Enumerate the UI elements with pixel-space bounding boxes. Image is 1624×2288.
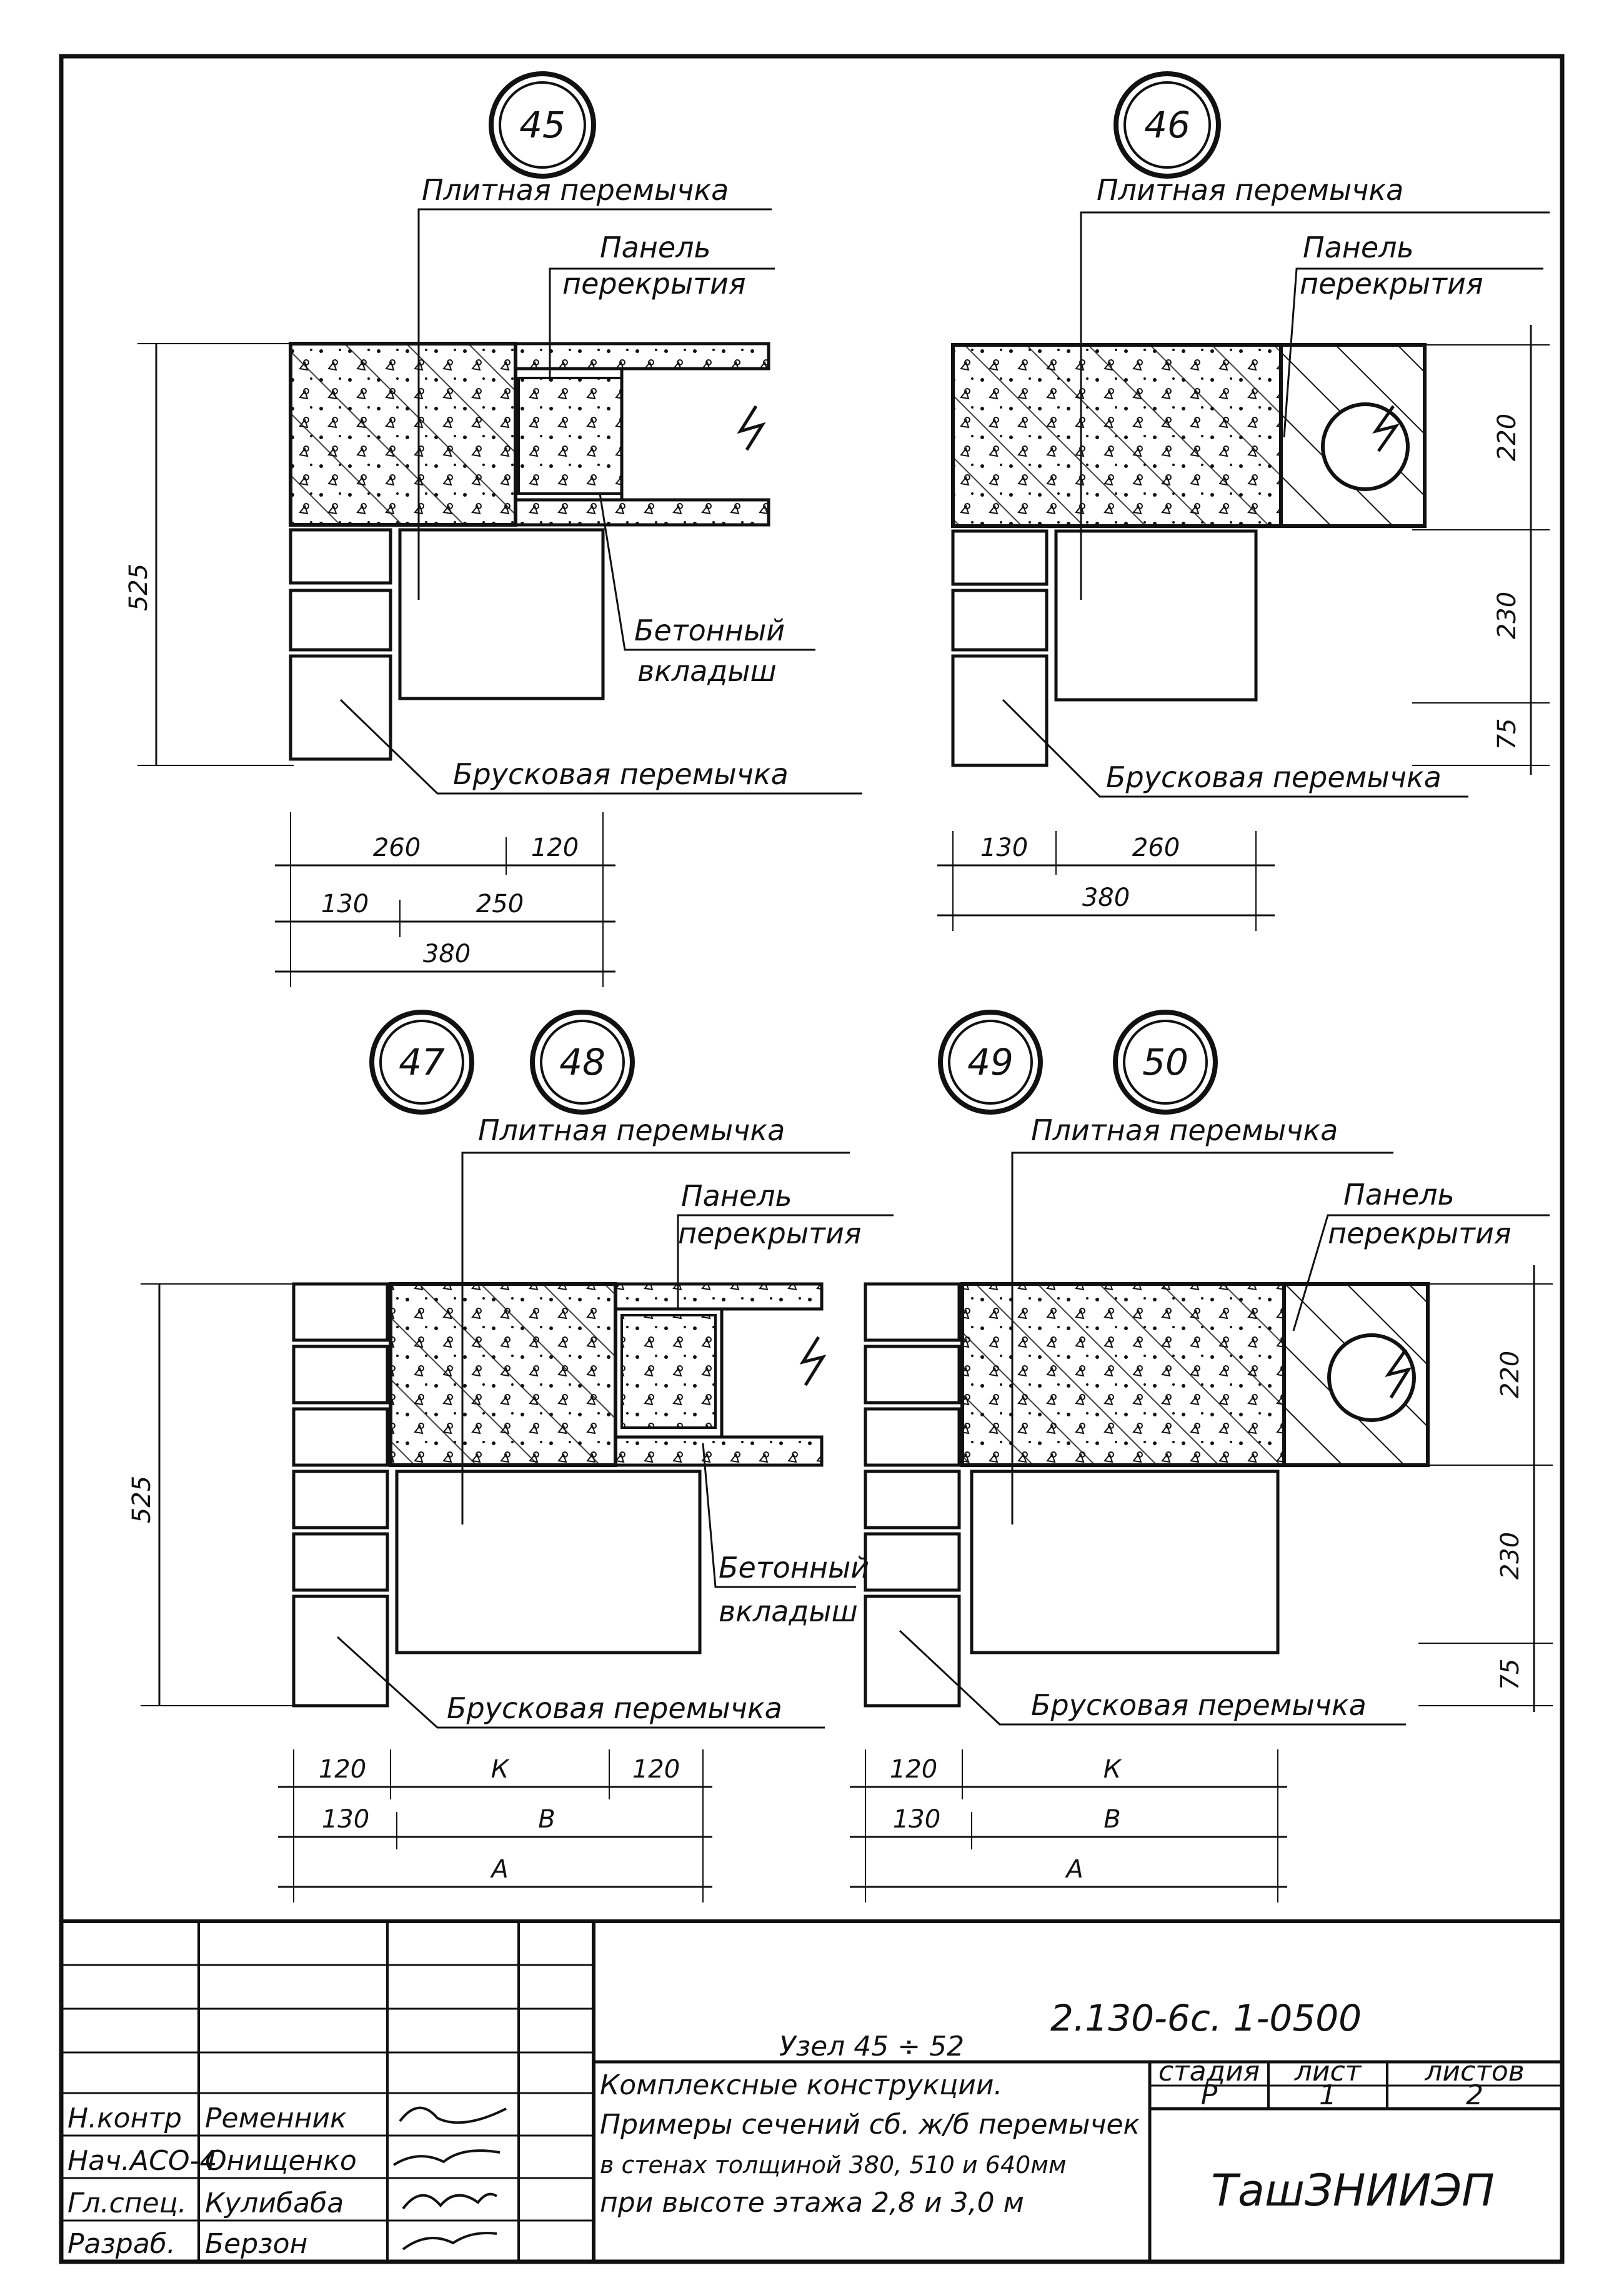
dim-120-49: 120 <box>890 1755 937 1784</box>
label-floor-panel-47-a: Панель <box>681 1179 792 1213</box>
label-floor-panel-46-b: перекрытия <box>1300 267 1483 301</box>
dim-120-left-47: 120 <box>319 1755 366 1784</box>
sheet-label: лист <box>1294 2056 1362 2087</box>
name-1: Ременник <box>205 2102 347 2134</box>
dim-220-46: 220 <box>1493 414 1522 461</box>
label-floor-panel-49-a: Панель <box>1343 1178 1455 1211</box>
node-number-45: 45 <box>519 104 565 146</box>
document-code: 2.130-6с. 1-0500 <box>1050 1997 1362 2039</box>
detail-45: 45 Плитная перемычка Панель перекрытия Б… <box>124 71 862 987</box>
title-line-2: Комплексные конструкции. <box>600 2069 1002 2101</box>
label-plate-lintel-45: Плитная перемычка <box>422 173 729 207</box>
dim-A-47: А <box>489 1855 508 1884</box>
node-number-46: 46 <box>1144 104 1190 146</box>
dim-525-top: 525 <box>124 564 153 611</box>
role-1: Н.контр <box>67 2102 182 2134</box>
label-floor-panel-46-a: Панель <box>1303 231 1414 264</box>
title-line-3: Примеры сечений сб. ж/б перемычек <box>600 2109 1140 2141</box>
dim-130-49: 130 <box>893 1805 940 1834</box>
dim-K-47: К <box>491 1755 510 1784</box>
detail-47-48: 47 48 Плитная перемычка Панель перекрыти… <box>127 1010 894 1903</box>
title-block: Н.контр Ременник Нач.АСО-4 Онищенко Гл.с… <box>61 1919 1562 2262</box>
node-number-50: 50 <box>1142 1041 1188 1083</box>
title-line-5: при высоте этажа 2,8 и 3,0 м <box>600 2187 1024 2219</box>
stage-label: стадия <box>1158 2056 1260 2087</box>
dim-525-bottom: 525 <box>127 1476 156 1523</box>
label-concrete-insert-47-a: Бетонный <box>719 1551 869 1584</box>
label-floor-panel-45-b: перекрытия <box>562 267 746 301</box>
dim-120-right-47: 120 <box>632 1755 680 1784</box>
sheet-value: 1 <box>1319 2079 1337 2111</box>
signature-3 <box>402 2192 498 2210</box>
label-plate-lintel-49: Плитная перемычка <box>1031 1113 1338 1147</box>
dim-K-49: К <box>1103 1755 1122 1784</box>
detail-49-50: 49 50 Плитная перемычка Панель перекрыти… <box>850 1010 1553 1903</box>
dim-380-46: 380 <box>1082 883 1130 912</box>
dim-75-49: 75 <box>1496 1659 1525 1691</box>
dim-130-45: 130 <box>321 890 369 918</box>
dim-130-46: 130 <box>980 833 1028 862</box>
label-bar-lintel-49: Брусковая перемычка <box>1031 1688 1367 1722</box>
stage-value: Р <box>1201 2079 1218 2111</box>
sheet-frame <box>59 54 1565 2264</box>
label-plate-lintel-47: Плитная перемычка <box>478 1113 785 1147</box>
label-bar-lintel-45: Брусковая перемычка <box>453 757 789 791</box>
role-3: Гл.спец. <box>67 2187 187 2219</box>
dim-230-49: 230 <box>1496 1532 1525 1579</box>
label-floor-panel-45-a: Панель <box>600 231 711 264</box>
sheets-label: листов <box>1424 2056 1524 2087</box>
role-2: Нач.АСО-4 <box>67 2145 217 2177</box>
dim-75-46: 75 <box>1493 719 1522 750</box>
detail-46: 46 Плитная перемычка Панель перекрытия Б… <box>937 71 1550 931</box>
name-2: Онищенко <box>205 2145 357 2177</box>
node-number-47: 47 <box>399 1041 445 1083</box>
signature-4 <box>402 2232 497 2251</box>
dim-220-49: 220 <box>1496 1351 1525 1398</box>
dim-230-46: 230 <box>1493 592 1522 639</box>
dim-120-45: 120 <box>531 833 579 862</box>
label-plate-lintel-46: Плитная перемычка <box>1097 173 1403 207</box>
organization-name: ТашЗНИИЭП <box>1211 2165 1494 2216</box>
dim-260-46: 260 <box>1132 833 1180 862</box>
label-bar-lintel-46: Брусковая перемычка <box>1106 760 1442 794</box>
label-floor-panel-49-b: перекрытия <box>1328 1216 1512 1250</box>
label-floor-panel-47-b: перекрытия <box>678 1216 862 1250</box>
dim-380-45: 380 <box>423 940 471 968</box>
label-concrete-insert-45-b: вкладыш <box>637 654 777 688</box>
label-concrete-insert-45-a: Бетонный <box>634 614 785 647</box>
sheets-value: 2 <box>1466 2079 1483 2111</box>
node-number-49: 49 <box>967 1041 1014 1083</box>
signature-2 <box>392 2149 501 2166</box>
dim-130-47: 130 <box>322 1805 369 1834</box>
name-3: Кулибаба <box>205 2187 344 2219</box>
node-number-48: 48 <box>559 1041 605 1083</box>
title-line-4: в стенах толщиной 380, 510 и 640мм <box>600 2151 1067 2179</box>
dim-260-45: 260 <box>373 833 421 862</box>
name-4: Берзон <box>205 2228 307 2260</box>
title-line-1: Узел 45 ÷ 52 <box>779 2031 964 2062</box>
dim-B-49: В <box>1103 1805 1120 1834</box>
dim-250-45: 250 <box>476 890 524 918</box>
signature-1 <box>399 2106 507 2124</box>
label-concrete-insert-47-b: вкладыш <box>719 1594 858 1628</box>
dim-A-49: А <box>1064 1855 1083 1884</box>
label-bar-lintel-47: Брусковая перемычка <box>447 1691 782 1725</box>
dim-B-47: В <box>538 1805 555 1834</box>
role-4: Разраб. <box>67 2228 176 2260</box>
